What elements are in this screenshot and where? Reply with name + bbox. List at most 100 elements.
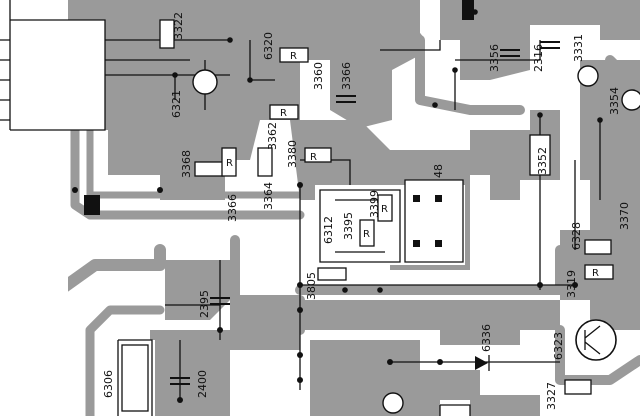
capacitor-2316	[540, 41, 560, 49]
label-6336: 6336	[480, 324, 493, 352]
capacitor-2356	[500, 49, 520, 57]
label-3354: 3354	[608, 87, 621, 115]
diode-6336	[475, 356, 488, 370]
label-3395: 3395	[342, 212, 355, 240]
node	[452, 67, 458, 73]
resistor-3805	[317, 267, 347, 281]
resistor-3360	[279, 47, 309, 63]
label-6328: 6328	[570, 222, 583, 250]
ic-6312-outline	[319, 189, 401, 263]
resistor-3399	[377, 194, 393, 222]
label-3362: 3362	[266, 122, 279, 150]
resistor-3322	[159, 19, 175, 49]
capacitor-2366	[336, 95, 356, 103]
edge-connector	[0, 0, 11, 130]
label-3380: 3380	[286, 140, 299, 168]
copper-pour-left	[68, 0, 330, 200]
node	[157, 187, 163, 193]
trace-left-loop	[70, 125, 305, 220]
node	[597, 117, 603, 123]
label-48: 48	[432, 164, 445, 178]
pad	[84, 195, 100, 215]
nodes	[72, 0, 603, 403]
label-r-3319: R	[592, 268, 599, 279]
trace-upper-arc	[325, 10, 425, 45]
transistor-3354	[621, 89, 640, 111]
connector-48-outline	[404, 179, 464, 263]
label-6321: 6321	[170, 90, 183, 118]
label-r-3395: R	[363, 229, 370, 240]
label-6306: 6306	[102, 370, 115, 398]
copper-pour-bottom-center	[310, 340, 540, 416]
label-3322: 3322	[172, 12, 185, 40]
node	[377, 287, 383, 293]
resistor-6306	[121, 344, 149, 412]
label-r-3362: R	[280, 108, 287, 119]
node	[297, 282, 303, 288]
pad	[413, 240, 420, 247]
resistor-3364	[257, 147, 273, 177]
label-6312: 6312	[322, 216, 335, 244]
node	[342, 287, 348, 293]
pad	[435, 195, 442, 202]
node	[572, 282, 578, 288]
label-3364: 3364	[262, 182, 275, 210]
label-2395: 2395	[198, 290, 211, 318]
label-3370: 3370	[618, 202, 631, 230]
wire-bottom-left-ic	[117, 339, 153, 416]
node	[217, 327, 223, 333]
transistor-6323	[575, 319, 617, 361]
label-3366: 3366	[340, 62, 353, 90]
node	[537, 282, 543, 288]
trace-right-edge	[605, 55, 640, 95]
trace-left-bottom-2	[85, 305, 165, 416]
node	[297, 182, 303, 188]
capacitor-2400	[170, 377, 190, 385]
node	[537, 112, 543, 118]
node	[227, 37, 233, 43]
label-6320: 6320	[262, 32, 275, 60]
wire-right-col	[574, 120, 601, 250]
pad	[413, 195, 420, 202]
cutout-bottom-right	[440, 400, 470, 416]
label-r-3399: R	[381, 204, 388, 215]
node	[297, 377, 303, 383]
label-r-3366: R	[226, 158, 233, 169]
label-3368: 3368	[180, 150, 193, 178]
label-3327: 3327	[545, 382, 558, 410]
pad	[435, 240, 442, 247]
capacitor-2395	[210, 297, 230, 305]
node	[432, 102, 438, 108]
labels: 3322 6321 6320 3360 3366 3362 3368 3380 …	[102, 12, 631, 410]
node	[437, 359, 443, 365]
capacitors	[170, 41, 560, 385]
copper-pour-bottom	[230, 300, 560, 350]
label-2316: 2316	[532, 44, 545, 72]
resistor-3368	[194, 161, 224, 177]
resistor-3352	[529, 134, 551, 176]
label-3356: 3356	[488, 44, 501, 72]
resistor-3362	[269, 104, 299, 120]
wire-upper-right	[380, 40, 541, 110]
pad	[462, 0, 474, 20]
node	[297, 307, 303, 313]
label-r-3380: R	[310, 152, 317, 163]
label-2400: 2400	[196, 370, 209, 398]
resistor-3327	[564, 379, 592, 395]
transistor-6323-leads	[584, 325, 601, 355]
node	[297, 352, 303, 358]
ic-inner	[335, 199, 385, 253]
label-3360: 3360	[312, 62, 325, 90]
wire-bottom-right	[439, 404, 471, 416]
node	[177, 397, 183, 403]
connector-bottom-ring	[382, 392, 404, 414]
transistor-6321	[192, 69, 218, 95]
transistor-3331	[577, 65, 599, 87]
active-components	[192, 65, 640, 414]
resistors	[121, 19, 614, 412]
resistor-3380	[304, 147, 332, 163]
trace-top-right	[415, 35, 525, 115]
label-3366-b: 3366	[226, 194, 239, 222]
label-3331: 3331	[572, 34, 585, 62]
